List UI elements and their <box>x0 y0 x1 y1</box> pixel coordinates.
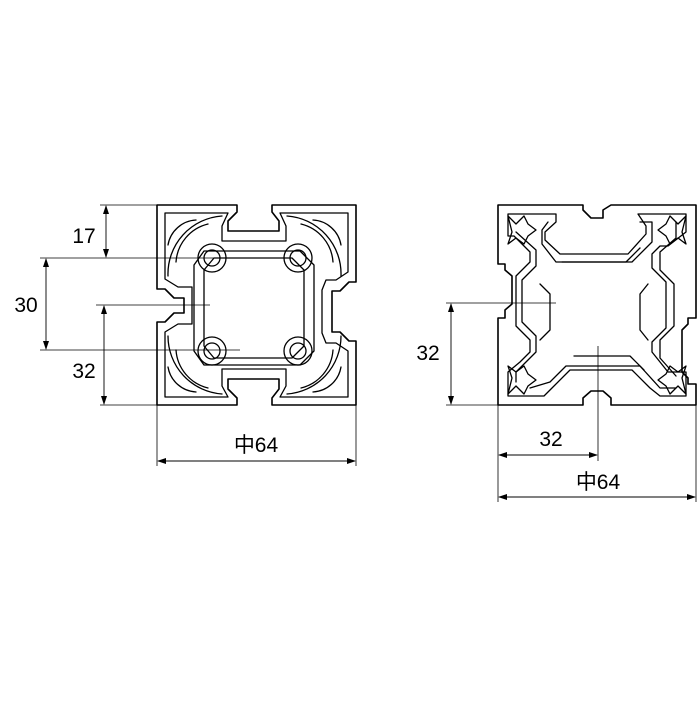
left-dimensions: 17 30 32 中64 <box>14 204 357 466</box>
dim-32-label: 32 <box>72 360 95 383</box>
right-corner-details <box>507 215 687 395</box>
left-hole-bottom-right <box>289 342 307 360</box>
left-boss-bottom-left <box>197 336 227 366</box>
left-hole-top-right <box>289 249 307 267</box>
dim-width-64-label-right: 中64 <box>576 471 621 494</box>
right-profile-center-slot <box>539 247 649 371</box>
dim-height-32-label: 32 <box>416 342 439 365</box>
left-corner-arcs <box>167 215 342 395</box>
right-profile-cross-inner <box>515 221 677 389</box>
left-profile-core-inner <box>203 257 305 359</box>
left-profile-core <box>193 250 315 366</box>
left-hole-bottom-left <box>203 342 221 360</box>
left-boss-top-right <box>283 243 313 273</box>
dim-17-label: 17 <box>72 225 95 248</box>
dim-30-label: 30 <box>14 294 37 317</box>
dim-width-64-label: 中64 <box>234 434 279 457</box>
right-profile <box>497 204 697 406</box>
right-dimensions: 32 32 中64 <box>416 302 697 502</box>
right-profile-cross-outer <box>507 213 687 397</box>
left-boss-bottom-right <box>283 336 313 366</box>
left-profile <box>156 204 357 406</box>
left-profile-inner-contour <box>164 212 349 398</box>
dim-width-32-label: 32 <box>539 428 562 451</box>
